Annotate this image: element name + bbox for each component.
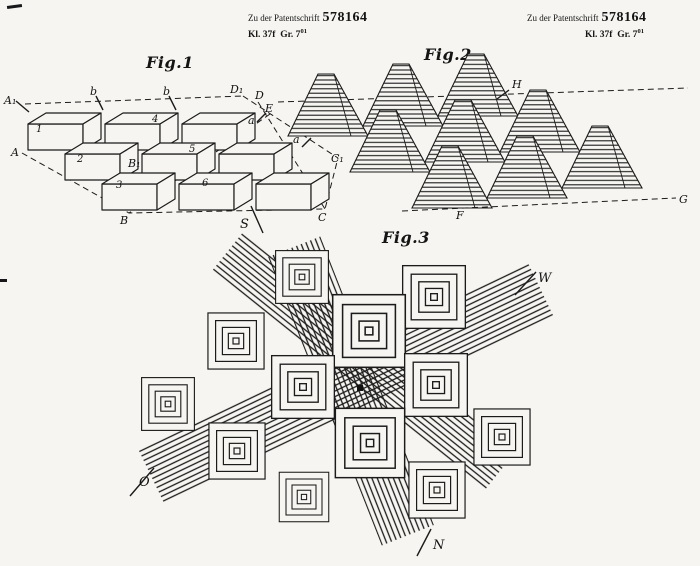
fig1-label-d: D [254,89,264,102]
fig2-label-h: H [511,78,522,91]
fig2-label-g: G [679,193,688,206]
fig1-label-d1: D₁ [229,83,243,96]
fig1-label-b1: b [90,85,97,98]
fig2-labels: F G H [455,78,688,222]
fig3-pyramid-plan [334,407,406,479]
fig3-pyramid-plan [207,312,265,370]
fig2-label-f: F [455,209,464,222]
fig1-label-4: 4 [151,114,158,125]
fig1-labels: A₁ A b b D₁ D E a a C₁ C B B₁ S 1 2 3 4 … [3,83,344,232]
class-gr-sub: 01 [300,27,307,35]
fig1-construction-lines [21,95,339,214]
fig3-pyramid-plan [408,461,466,519]
fig1-label-6: 6 [202,178,209,189]
fig3-pyramid-plan [331,293,407,369]
fig1-leader-ticks [15,95,312,234]
fig1-label-2: 2 [76,154,83,165]
patent-number: 578164 [601,10,647,25]
class-kl: Kl. 37f [585,29,613,40]
fig1-label-a1-corner: A₁ [3,94,16,107]
fig1-label-1: 1 [36,124,42,135]
fig1-label-c: C [318,211,327,224]
fig1-label-a-corner: A [10,146,19,159]
scan-artifact [0,279,7,282]
fig3-title: Fig.3 [381,228,430,247]
class-gr: Gr. 7 [617,29,638,40]
fig1-label-5: 5 [189,144,195,155]
class-kl: Kl. 37f [248,29,276,40]
fig3-pyramid-plan [278,471,330,523]
fig3-label-west: W [538,271,553,286]
fig2-mound [499,89,581,153]
fig1-label-a-small-2: a [293,133,300,146]
fig1-label-e: E [264,102,273,115]
fig1-label-c1: C₁ [331,152,344,165]
class-line: Kl. 37f Gr. 701 [248,28,367,41]
fig1-label-3: 3 [116,180,122,191]
fig2-mound [287,73,369,137]
fig2-mound [362,63,444,127]
fig3-drawing: Fig.3 [129,228,554,557]
fig3-label-east: O [139,475,150,490]
patent-ref-prefix: Zu der Patentschrift [248,13,320,23]
fig3-pyramid-plan [403,352,469,418]
fig2-mound [561,125,643,189]
fig3-center-marker-dot [357,385,363,391]
fig1-label-s-compass: S [240,217,249,232]
fig3-compass-labels: W O N [139,271,553,553]
fig3-pyramid-plan [401,264,467,330]
fig3-hatched-bands [138,232,554,546]
fig2-baseline-dashed [401,197,677,212]
fig1-label-a-small-1: a [248,114,255,127]
fig3-pyramid-plan [275,250,329,304]
fig3-pyramid-plan [473,408,531,466]
patent-ref-prefix: Zu der Patentschrift [527,13,599,23]
fig3-pyramid-plan [208,422,266,480]
class-line: Kl. 37f Gr. 701 [527,28,646,41]
fig1-drawing: Fig.1 [3,53,344,234]
fig1-label-b1-corner: B₁ [127,157,141,170]
patent-number: 578164 [322,10,368,25]
fig1-label-b-corner: B [119,214,128,227]
fig1-title: Fig.1 [145,53,194,72]
fig1-blocks [27,112,330,211]
fig3-pyramid-plan [141,377,195,431]
fig2-title: Fig.2 [423,45,472,64]
fig2-h-leader [496,89,510,100]
class-gr-sub: 01 [637,27,644,35]
fig2-mounds [287,53,643,209]
class-gr: Gr. 7 [280,29,301,40]
fig3-compass-ticks [129,271,537,557]
fig3-label-north: N [432,538,445,553]
fig1-label-b2: b [163,85,170,98]
fig3-pyramid-plan [270,354,336,420]
fig2-drawing: Fig.2 F G H [277,45,689,222]
